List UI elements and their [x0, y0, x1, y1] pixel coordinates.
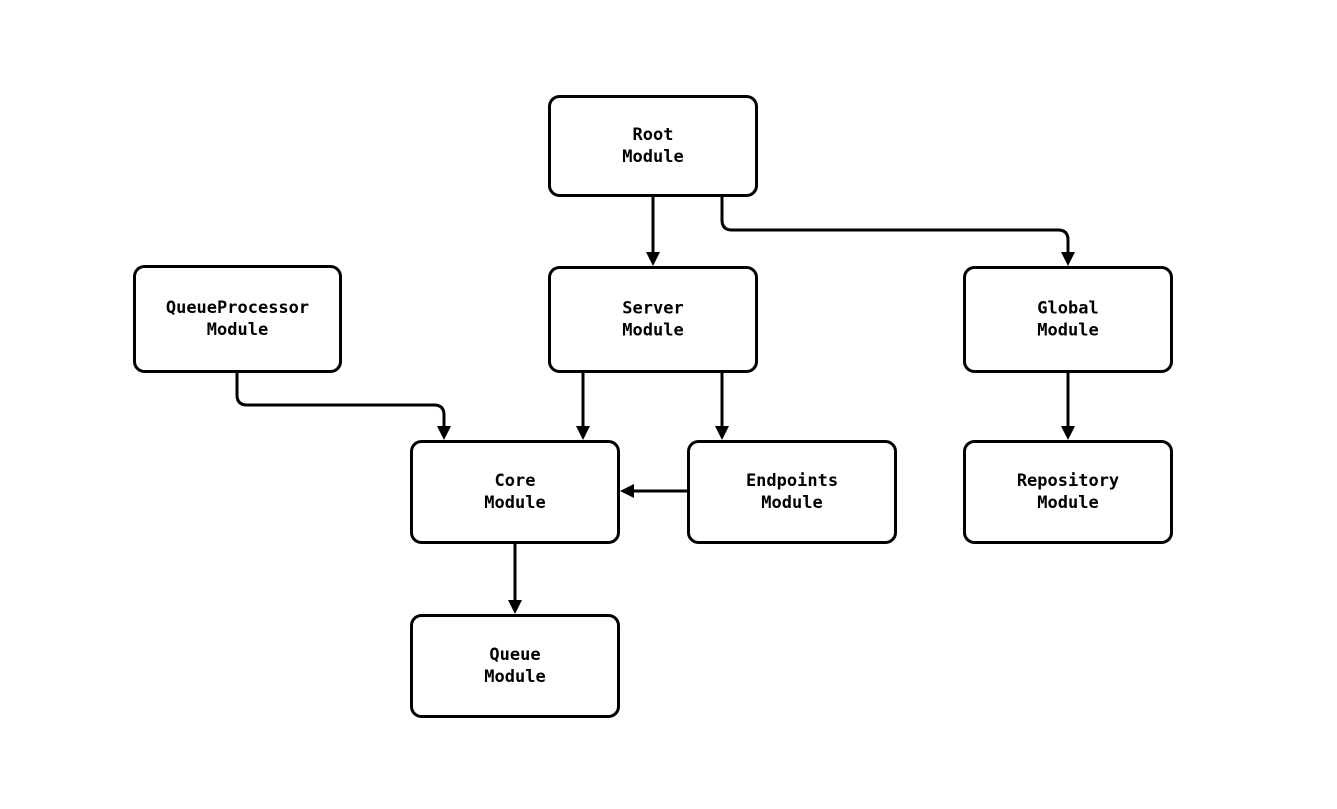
edge-line	[720, 197, 1070, 252]
edge-root-to-global	[720, 197, 1075, 266]
arrowhead-icon	[620, 484, 634, 498]
arrowhead-icon	[646, 252, 660, 266]
node-box[interactable]	[687, 440, 897, 544]
node-label-line1: Endpoints	[746, 471, 838, 491]
node-label-line1: Repository	[1017, 471, 1119, 491]
edges-layer	[235, 197, 1075, 614]
node-box[interactable]	[963, 440, 1173, 544]
edge-core-to-queue	[508, 544, 522, 614]
edge-line	[235, 373, 446, 426]
edge-endpoints-to-core	[620, 484, 687, 498]
node-box[interactable]	[410, 440, 620, 544]
node-label-line2: Module	[1037, 321, 1098, 341]
node-label-line2: Module	[1037, 493, 1098, 513]
edge-server-to-endpoints	[715, 373, 729, 440]
node-label-line2: Module	[622, 147, 683, 167]
node-label-line2: Module	[207, 320, 268, 340]
arrowhead-icon	[576, 426, 590, 440]
node-label-line2: Module	[484, 493, 545, 513]
edge-queueprocessor-to-core	[235, 373, 451, 440]
node-label-line1: QueueProcessor	[166, 298, 309, 318]
arrowhead-icon	[1061, 252, 1075, 266]
edge-server-to-core	[576, 373, 590, 440]
node-label-line2: Module	[484, 667, 545, 687]
node-label-line1: Queue	[489, 645, 540, 665]
node-box[interactable]	[548, 266, 758, 373]
edge-root-to-server	[646, 197, 660, 266]
node-label-line2: Module	[622, 321, 683, 341]
node-label-line1: Server	[622, 299, 683, 319]
arrowhead-icon	[715, 426, 729, 440]
node-box[interactable]	[548, 95, 758, 197]
edge-global-to-repository	[1061, 373, 1075, 440]
node-box[interactable]	[410, 614, 620, 718]
arrowhead-icon	[1061, 426, 1075, 440]
node-box[interactable]	[133, 265, 342, 373]
node-label-line1: Core	[495, 471, 536, 491]
arrowhead-icon	[508, 600, 522, 614]
node-label-line1: Root	[633, 125, 674, 145]
node-label-line2: Module	[761, 493, 822, 513]
node-label-line1: Global	[1037, 299, 1098, 319]
arrowhead-icon	[437, 426, 451, 440]
node-box[interactable]	[963, 266, 1173, 373]
